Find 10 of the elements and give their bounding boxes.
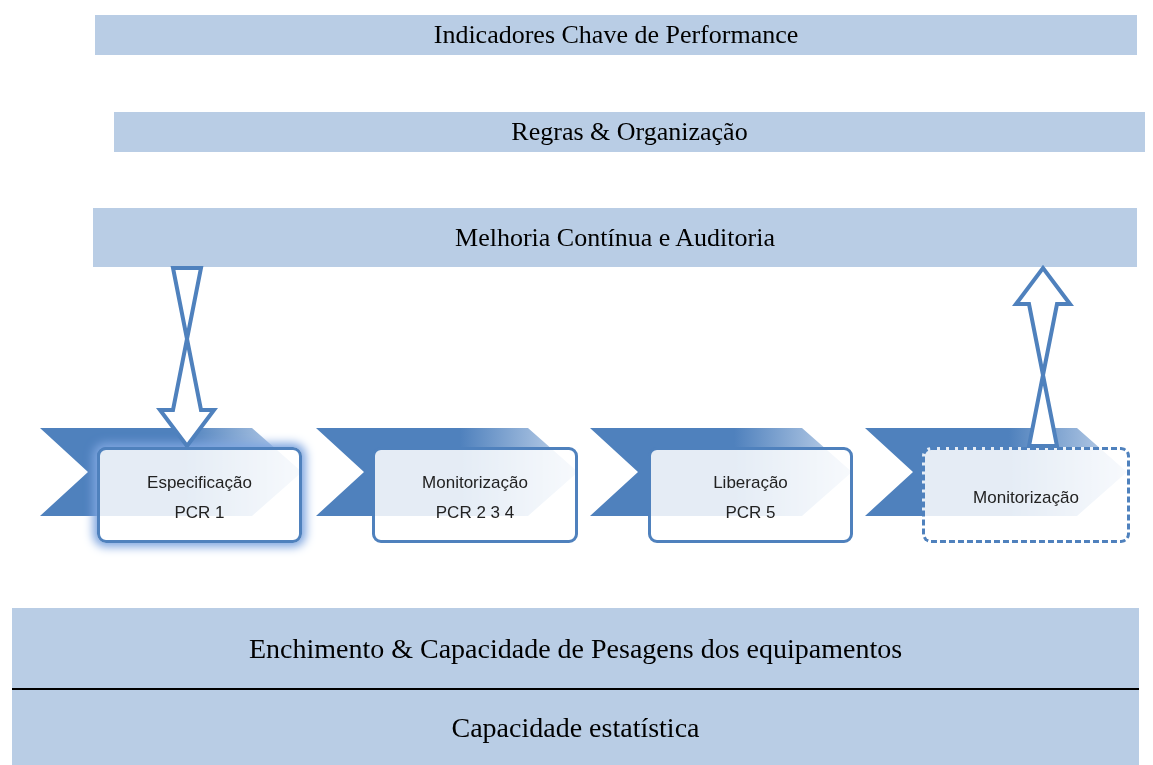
process-box: Liberação PCR 5 [648,447,853,543]
process-box: Monitorização [922,447,1130,543]
block-arrow [1012,264,1074,448]
process-box: Especificação PCR 1 [97,447,302,543]
rules-band: Regras & Organização [114,112,1145,152]
kpi-band: Indicadores Chave de Performance [95,15,1137,55]
process-box: Monitorização PCR 2 3 4 [372,447,578,543]
improvement-band: Melhoria Contínua e Auditoria [93,208,1137,267]
base-band: Capacidade estatística [12,690,1139,765]
base-band: Enchimento & Capacidade de Pesagens dos equipamentos [12,608,1139,689]
